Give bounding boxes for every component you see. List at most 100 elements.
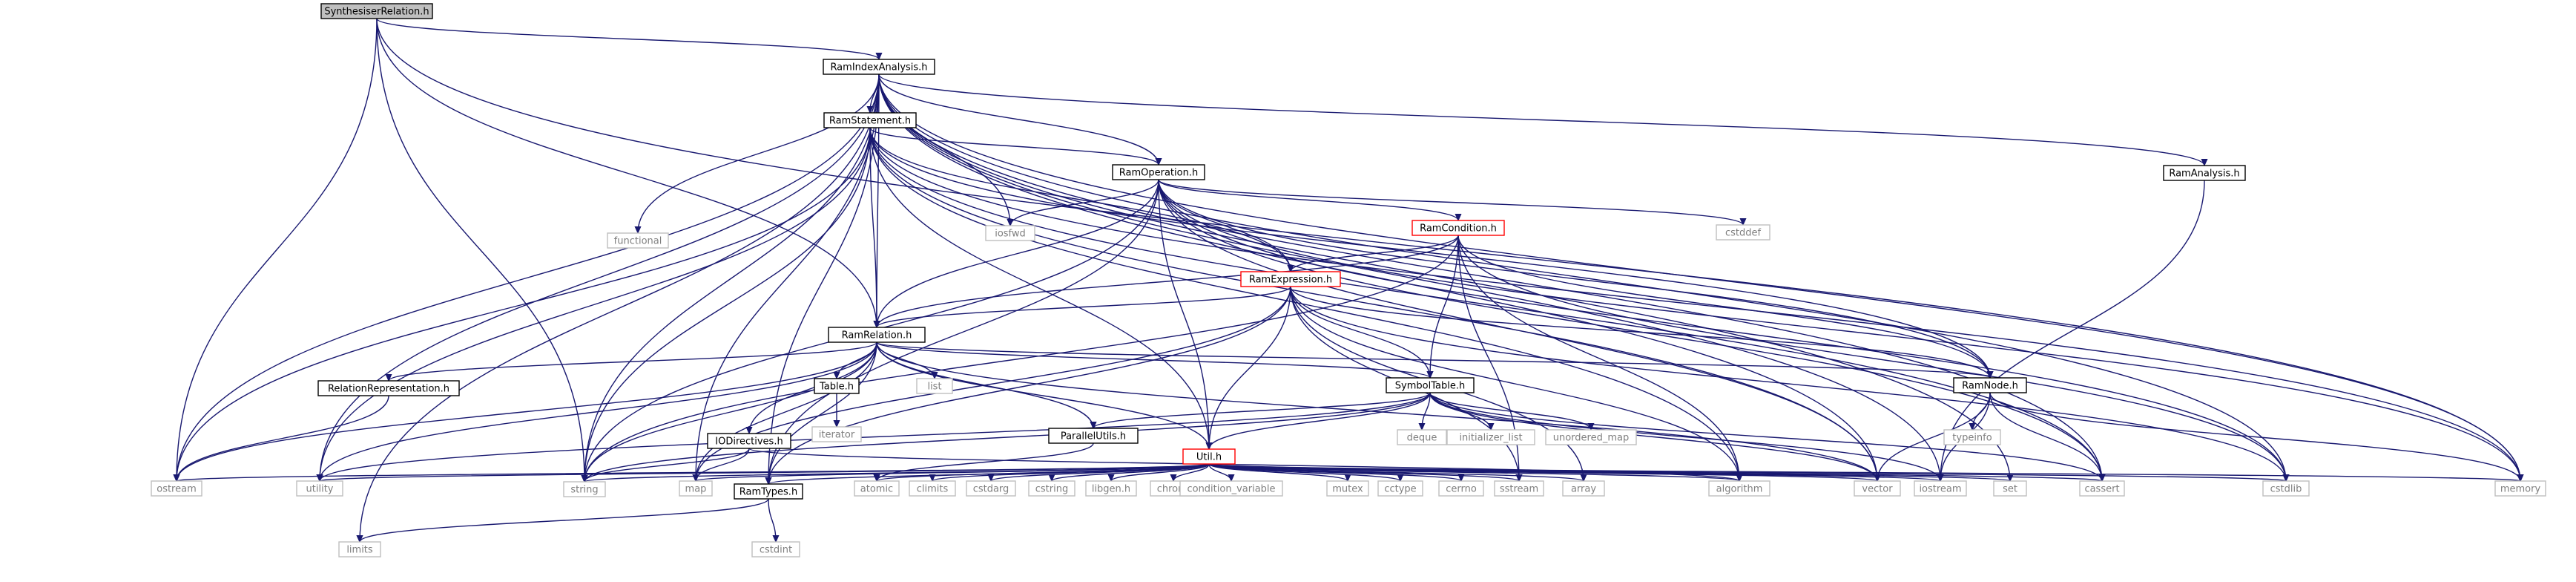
edge-ramrel-to-vector [876,341,1877,481]
edge-line [1290,286,1739,481]
node-string: string [563,481,606,497]
node-label: iosfwd [995,229,1026,240]
edge-ramop-to-ramcond [1158,179,1458,220]
edge-ramidx-to-ostream [177,73,880,481]
edge-line [177,341,877,481]
node-label: RamCondition.h [1420,223,1497,235]
node-box [317,380,460,396]
node-vector: vector [1854,480,1901,497]
edge-line [320,73,880,481]
edge-ramstmt-to-util [869,127,1209,449]
edge-line [376,18,879,59]
edge-ramexpr-to-ramnode [1290,286,1990,378]
edge-ramcond-to-string [584,235,1459,482]
node-label: RamNode.h [1962,381,2018,392]
node-ramstmt[interactable]: RamStatement.h [823,112,917,128]
edge-line [1158,179,2102,481]
edge-ramstmt-to-ramnode [869,127,1990,378]
edge-line [878,73,2520,481]
node-ramtypes[interactable]: RamTypes.h [734,483,803,500]
edge-ramstmt-to-cassert [869,127,2102,481]
node-set: set [1993,480,2027,497]
node-functional: functional [607,232,669,249]
edge-line [877,235,1459,327]
edge-ramop-to-ramrel [877,179,1159,327]
edge-line [877,179,1159,327]
node-box [966,480,1016,497]
edge-line [1457,235,1739,481]
node-box [296,480,343,497]
edge-ramop-to-cstdlib [1158,179,2286,481]
node-label: mutex [1332,484,1363,495]
edge-line [878,73,2286,481]
edge-line [876,341,1209,449]
edge-line [1457,235,2286,481]
node-ramnode[interactable]: RamNode.h [1953,377,2027,393]
edge-line [1429,392,1591,430]
node-util[interactable]: Util.h [1182,448,1236,465]
node-ramrel[interactable]: RamRelation.h [828,327,926,343]
node-box [1993,480,2027,497]
node-iosfwd: iosfwd [985,225,1035,241]
edge-ramop-to-ramexpr [1158,179,1291,272]
edge-line [376,18,877,327]
node-condvar: condition_variable [1179,480,1283,497]
node-synth[interactable]: SynthesiserRelation.h [320,3,433,19]
edge-util-to-cstring [1052,463,1210,481]
node-iodir[interactable]: IODirectives.h [707,433,791,449]
node-label: cerrno [1446,484,1477,495]
edge-synth-to-ramrel [376,18,877,327]
node-box [1446,429,1535,445]
node-ramop[interactable]: RamOperation.h [1112,164,1205,180]
node-ramanalysis[interactable]: RamAnalysis.h [2163,165,2246,181]
edge-line [1290,286,2286,481]
node-box [1708,480,1770,497]
node-table[interactable]: Table.h [814,378,860,394]
edge-ramexpr-to-symtab [1290,286,1430,378]
node-label: functional [614,236,662,247]
node-label: array [1571,484,1596,495]
edge-line [1158,179,1209,449]
node-ramcond[interactable]: RamCondition.h [1411,220,1505,236]
edge-util-to-memory [1208,463,2520,481]
node-cstring: cstring [1028,480,1075,497]
node-cstdint: cstdint [751,541,800,558]
edge-ramidx-to-iostream [878,73,1940,481]
edge-line [869,127,1291,272]
node-ramexpr[interactable]: RamExpression.h [1240,271,1341,287]
edge-line [876,341,1430,378]
edge-line [1158,179,1990,378]
edge-line [1158,179,1877,481]
node-label: climits [917,484,949,495]
node-mutex: mutex [1326,480,1369,497]
node-label: RelationRepresentation.h [328,384,449,395]
edge-line [1158,179,1291,272]
node-relrep[interactable]: RelationRepresentation.h [317,380,460,396]
edge-symtab-to-utility [320,392,1431,481]
edge-line [1010,179,1159,226]
node-symtab[interactable]: SymbolTable.h [1386,377,1475,393]
edge-line [869,127,877,327]
node-label: cstring [1035,484,1068,495]
edge-line [878,73,1940,481]
node-box [1182,448,1236,465]
node-box [1240,271,1341,287]
node-deque: deque [1397,429,1447,445]
node-box [823,112,917,128]
node-label: memory [2500,484,2541,495]
edge-line [376,18,2520,481]
edge-line [360,498,769,542]
node-box [151,480,202,497]
node-typeinfo: typeinfo [1943,429,2001,445]
node-ramidx[interactable]: RamIndexAnalysis.h [823,59,935,75]
edge-synth-to-ostream [177,18,378,481]
node-box [1943,429,2001,445]
edge-line [869,127,2520,481]
edge-ramidx-to-functional [638,73,880,233]
node-box [1028,480,1075,497]
node-array: array [1562,480,1605,497]
node-parutils[interactable]: ParallelUtils.h [1048,428,1139,444]
edge-ramidx-to-ramop [878,73,1159,165]
edge-ramexpr-to-ramtypes [768,286,1291,484]
